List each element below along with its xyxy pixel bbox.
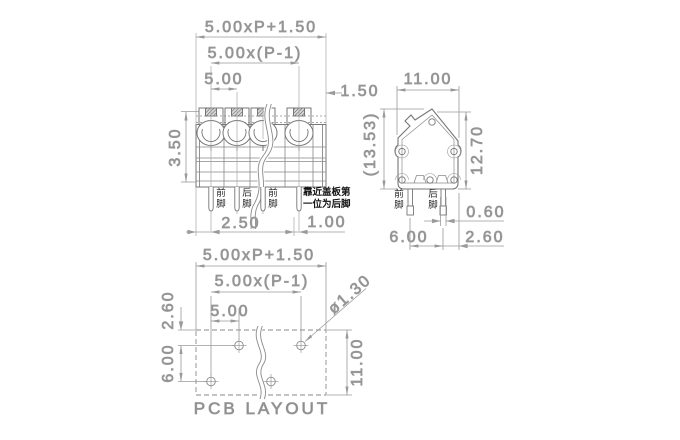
dim-first-pin: 2.50	[221, 215, 260, 232]
pcb-dim-overall: 5.00xP+1.50	[203, 247, 315, 264]
pcb-dim-board-height: 11.00	[349, 338, 366, 387]
pcb-dim-pitch: 5.00	[210, 303, 249, 320]
housing-holes	[395, 118, 461, 184]
note-line-1: 靠近盖板第	[303, 187, 351, 198]
dim-pin-span: 5.00x(P-1)	[208, 45, 303, 62]
dim-pitch: 5.00	[204, 71, 243, 88]
front-pin2-label: 后脚	[242, 188, 252, 210]
pcb-layout	[195, 324, 327, 401]
side-view-dimensions: 11.00 (13.53) 12.70 0.60 6.00 2.60	[362, 71, 505, 250]
dim-pin-edge: 2.60	[465, 229, 504, 246]
break-line	[249, 102, 275, 230]
side-pins	[406, 188, 447, 216]
body-lines	[196, 124, 326, 187]
dim-edge: 1.50	[340, 83, 379, 100]
side-rear-foot-label: 后脚	[428, 189, 438, 211]
dim-height: 3.50	[167, 127, 184, 166]
note-line-2: 一位为后脚	[303, 199, 351, 210]
pcb-dimensions: 5.00xP+1.50 5.00x(P-1) 5.00 2.60 6.00 11…	[160, 247, 376, 419]
pcb-dim-hole-span: 5.00x(P-1)	[215, 273, 310, 290]
bottom-notches	[413, 175, 449, 184]
housing-outline	[394, 108, 462, 190]
front-pin1-label: 前脚	[216, 188, 226, 210]
pcb-break-line	[255, 324, 267, 401]
front-view	[195, 33, 327, 236]
pcb-layout-title: PCB LAYOUT	[194, 399, 330, 418]
dim-side-width: 11.00	[404, 71, 453, 88]
dim-side-body-height: 12.70	[469, 125, 486, 175]
front-pin3-label: 前脚	[268, 188, 278, 210]
pcb-dim-row-offset: 2.60	[160, 290, 177, 329]
side-view	[394, 108, 462, 216]
dim-overall-width: 5.00xP+1.50	[205, 19, 317, 36]
side-front-foot-label: 前脚	[394, 189, 404, 211]
dim-side-total-height: (13.53)	[362, 112, 379, 177]
front-pins	[208, 187, 302, 212]
dim-last-pin: 1.00	[307, 214, 346, 231]
front-view-dimensions: 5.00xP+1.50 5.00x(P-1) 5.00 1.50 3.50 2.…	[167, 19, 379, 235]
dim-pin-spacing: 6.00	[389, 229, 428, 246]
pcb-dim-hole-diameter: ø1.30	[325, 271, 375, 317]
wire-entries	[196, 120, 314, 151]
dim-pin-width: 0.60	[466, 204, 505, 221]
pcb-dim-row-spacing: 6.00	[160, 343, 177, 382]
